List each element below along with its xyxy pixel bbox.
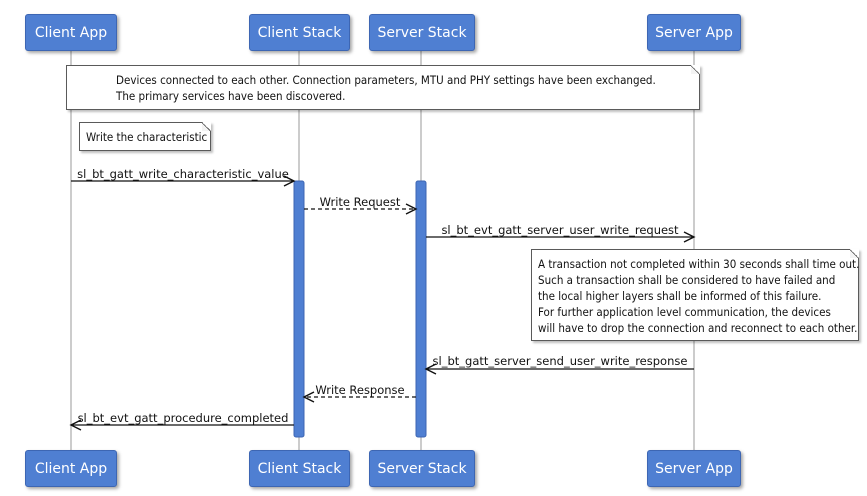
participant-server-app-top: Server App [647, 14, 741, 51]
message-label: Write Request [319, 195, 401, 209]
note-connected: Devices connected to each other. Connect… [66, 65, 700, 110]
activation-bar-server-stack [415, 180, 427, 438]
message-arrow-head [302, 391, 315, 403]
message-label: sl_bt_gatt_write_characteristic_value [77, 167, 289, 181]
message-arrow-head [283, 175, 296, 187]
activation-bar-client-stack [293, 180, 305, 438]
message-arrow-head [405, 203, 418, 215]
note-timeout-line: For further application level communicat… [538, 305, 831, 319]
note-timeout-line: A transaction not completed within 30 se… [538, 257, 860, 271]
note-write-line: Write the characteristic [86, 130, 208, 144]
note-timeout-line: Such a transaction shall be considered t… [538, 273, 836, 287]
note-connected-line: Devices connected to each other. Connect… [116, 73, 656, 87]
note-connected-line: The primary services have been discovere… [116, 89, 346, 103]
note-timeout: A transaction not completed within 30 se… [531, 249, 859, 341]
message-label: sl_bt_evt_gatt_server_user_write_request [441, 223, 679, 237]
participant-server-stack-bottom: Server Stack [369, 450, 475, 487]
message-arrow-head [69, 419, 82, 431]
participant-client-stack-bottom: Client Stack [249, 450, 350, 487]
message-label: Write Response [315, 383, 405, 397]
note-timeout-line: the local higher layers shall be informe… [538, 289, 822, 303]
message-label: sl_bt_gatt_server_send_user_write_respon… [432, 354, 688, 368]
message-arrow-head [683, 231, 696, 243]
note-write-characteristic: Write the characteristic [79, 122, 211, 151]
participant-server-app-bottom: Server App [647, 450, 741, 487]
message-arrow-head [424, 363, 437, 375]
message-label: sl_bt_evt_gatt_procedure_completed [77, 411, 289, 425]
participant-client-app-bottom: Client App [25, 450, 117, 487]
participant-client-stack-top: Client Stack [249, 14, 350, 51]
note-timeout-line: will have to drop the connection and rec… [538, 321, 858, 335]
participant-server-stack-top: Server Stack [369, 14, 475, 51]
participant-client-app-top: Client App [25, 14, 117, 51]
